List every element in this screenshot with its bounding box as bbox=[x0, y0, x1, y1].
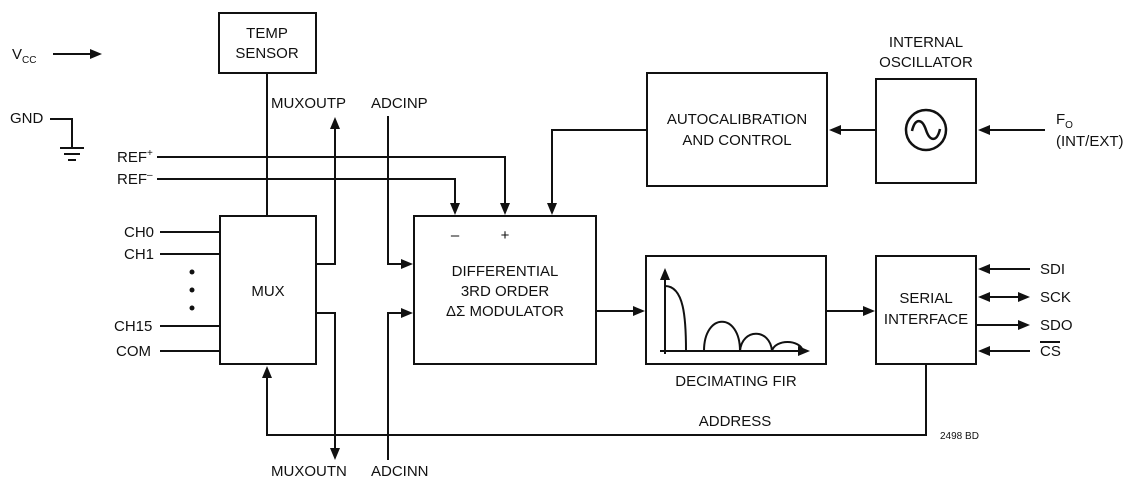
autocal-label-1: AUTOCALIBRATION bbox=[667, 111, 807, 128]
serial-interface-block bbox=[875, 255, 977, 365]
adcinp-wire bbox=[387, 116, 403, 265]
fo-arrow bbox=[978, 125, 990, 135]
modulator-plus-sign: + bbox=[501, 227, 510, 244]
figure-id-label: 2498 BD bbox=[940, 431, 979, 442]
modulator-to-fir-arrow bbox=[633, 306, 645, 316]
sdo-arrow bbox=[1018, 320, 1030, 330]
muxoutn-arrow bbox=[330, 448, 340, 460]
temp-sensor-label-2: SENSOR bbox=[235, 45, 299, 62]
ref-minus-arrow bbox=[450, 203, 460, 215]
modulator-block bbox=[413, 215, 597, 365]
sdo-label: SDO bbox=[1040, 317, 1073, 334]
serial-label-2: INTERFACE bbox=[884, 311, 968, 328]
adcinn-arrow bbox=[401, 308, 413, 318]
com-label: COM bbox=[116, 343, 151, 360]
cs-arrow bbox=[978, 346, 990, 356]
muxoutn-label: MUXOUTN bbox=[271, 463, 347, 480]
muxoutp-arrow bbox=[330, 117, 340, 129]
adcinp-label: ADCINP bbox=[371, 95, 428, 112]
oscillator-label-2: OSCILLATOR bbox=[879, 54, 973, 71]
fir-block bbox=[645, 255, 827, 365]
modulator-label-2: 3RD ORDER bbox=[461, 283, 550, 300]
temp-sensor-label-1: TEMP bbox=[246, 25, 288, 42]
mux-block bbox=[219, 215, 317, 365]
sck-label: SCK bbox=[1040, 289, 1071, 306]
autocal-block bbox=[646, 72, 828, 187]
gnd-wire bbox=[50, 118, 73, 148]
ref-plus-arrow bbox=[500, 203, 510, 215]
oscillator-label-1: INTERNAL bbox=[889, 34, 963, 51]
adcinp-arrow bbox=[401, 259, 413, 269]
ch15-label: CH15 bbox=[114, 318, 152, 335]
address-bus-wire bbox=[266, 364, 927, 436]
fir-to-serial-arrow bbox=[863, 306, 875, 316]
autocal-to-modulator-wire bbox=[551, 129, 647, 205]
mux-label: MUX bbox=[251, 283, 284, 300]
fir-response-icon bbox=[660, 268, 810, 356]
ref-minus-label: REF– bbox=[117, 170, 153, 188]
autocal-arrow bbox=[547, 203, 557, 215]
autocal-label-2: AND CONTROL bbox=[682, 132, 791, 149]
ch1-label: CH1 bbox=[124, 246, 154, 263]
ref-plus-wire bbox=[157, 156, 506, 205]
sck-arrow-right bbox=[1018, 292, 1030, 302]
ch0-label: CH0 bbox=[124, 224, 154, 241]
sck-arrow-left bbox=[978, 292, 990, 302]
ref-minus-wire bbox=[157, 178, 456, 205]
address-label: ADDRESS bbox=[699, 413, 772, 430]
muxoutp-wire bbox=[316, 127, 336, 265]
oscillator-block bbox=[875, 78, 977, 184]
address-bus-arrow bbox=[262, 366, 272, 378]
ground-icon bbox=[60, 147, 84, 161]
fo-label: FO bbox=[1056, 111, 1073, 131]
fir-label: DECIMATING FIR bbox=[675, 373, 797, 390]
channel-ellipsis bbox=[189, 269, 195, 311]
vcc-label: VCC bbox=[12, 46, 36, 66]
ref-plus-label: REF+ bbox=[117, 148, 153, 166]
adcinn-wire bbox=[387, 312, 403, 460]
temp-sensor-block bbox=[218, 12, 317, 74]
muxoutn-wire bbox=[316, 312, 336, 450]
sdi-arrow bbox=[978, 264, 990, 274]
adcinn-label: ADCINN bbox=[371, 463, 429, 480]
sdi-label: SDI bbox=[1040, 261, 1065, 278]
vcc-arrow bbox=[90, 49, 102, 59]
serial-label-1: SERIAL bbox=[899, 290, 952, 307]
sine-wave-icon bbox=[904, 108, 948, 152]
modulator-label-1: DIFFERENTIAL bbox=[452, 263, 559, 280]
cs-label: CS bbox=[1040, 343, 1061, 360]
fo-note-label: (INT/EXT) bbox=[1056, 133, 1124, 150]
osc-to-autocal-arrow bbox=[829, 125, 841, 135]
modulator-label-3: ΔΣ MODULATOR bbox=[446, 303, 564, 320]
muxoutp-label: MUXOUTP bbox=[271, 95, 346, 112]
modulator-minus-sign: – bbox=[451, 227, 460, 244]
gnd-label: GND bbox=[10, 110, 44, 127]
